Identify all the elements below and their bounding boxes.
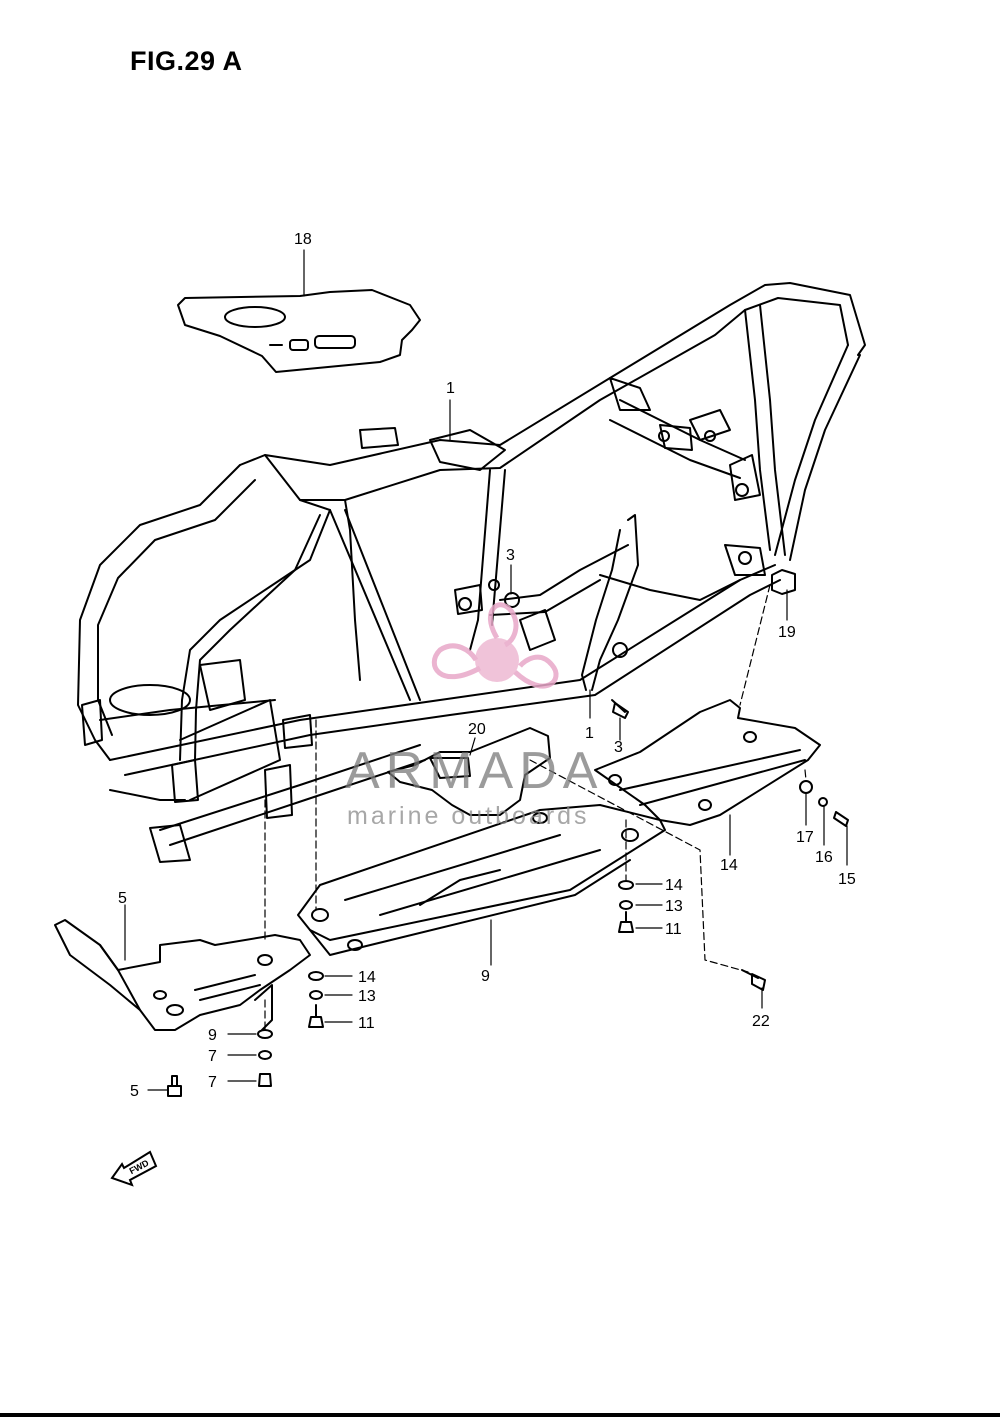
- watermark-brand: ARMADA: [345, 742, 603, 800]
- callout-10: 9: [481, 968, 490, 985]
- callout-6: 5: [130, 1083, 139, 1100]
- callout-15: 14: [720, 857, 738, 874]
- skid-plate-front: [54, 919, 311, 1031]
- floorboard-rear: [594, 699, 821, 826]
- callout-21: 20: [468, 721, 486, 738]
- figure-title: FIG.29 A: [130, 46, 243, 76]
- watermark-tagline: marine outboards: [347, 802, 590, 830]
- callout-3: 3: [614, 739, 623, 756]
- callout-22: 22: [752, 1013, 770, 1030]
- callout-20: 19: [778, 624, 796, 641]
- callout-19: 18: [294, 231, 312, 248]
- rear-cover-plate: [177, 289, 421, 373]
- main-frame: [77, 282, 866, 863]
- callout-13-right: 13: [665, 898, 683, 915]
- callout-11: 11: [358, 1015, 375, 1032]
- callout-4: 3: [506, 547, 515, 564]
- callout-16: 15: [838, 871, 856, 888]
- callout-14-left: 14: [358, 969, 376, 986]
- callout-5: 5: [118, 890, 127, 907]
- callout-17: 16: [815, 849, 833, 866]
- leader-lines: [124, 249, 848, 1091]
- page-border: [0, 1413, 1000, 1417]
- callout-12: 11: [665, 921, 682, 938]
- floorboard-main: [297, 804, 666, 956]
- heat-guard: [387, 727, 551, 816]
- callout-13-left: 13: [358, 988, 376, 1005]
- watermark-logo: [431, 602, 559, 689]
- callout-1: 1: [446, 380, 455, 397]
- callout-9: 9: [208, 1027, 217, 1044]
- callout-7: 7: [208, 1074, 217, 1091]
- callout-18: 17: [796, 829, 814, 846]
- reference-lines: [264, 584, 807, 1031]
- callout-14-right: 14: [665, 877, 683, 894]
- callout-8: 7: [208, 1048, 217, 1065]
- callout-2: 1: [585, 725, 594, 742]
- fwd-arrow: FWD: [110, 1150, 158, 1187]
- part-labels: 18 1 3 19 1 3 20 14 17 16 15 5 14 13 11 …: [118, 231, 856, 1100]
